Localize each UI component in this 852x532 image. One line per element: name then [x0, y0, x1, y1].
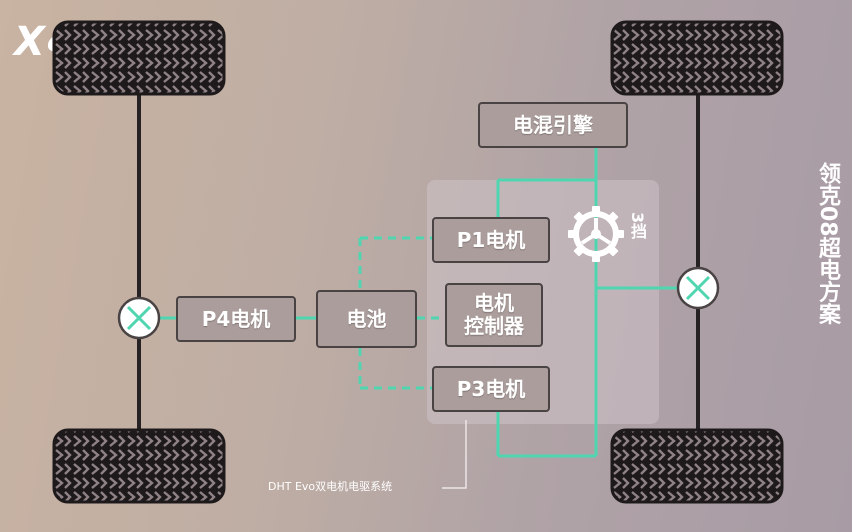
battery-label: 电池 — [346, 306, 387, 331]
solid-connectors — [152, 146, 680, 458]
p3-motor-label: P3电机 — [456, 376, 526, 401]
tire-front-left-icon — [52, 20, 226, 96]
right-joint-icon — [676, 266, 720, 310]
tire-rear-right-icon — [610, 428, 784, 504]
dashed-connectors — [358, 236, 445, 390]
logo-x: X — [14, 19, 45, 65]
engine-label: 电混引擎 — [513, 112, 593, 137]
p3-motor-box: P3电机 — [432, 366, 550, 412]
p1-motor-box: P1电机 — [432, 217, 550, 263]
caption-leader — [442, 420, 467, 489]
battery-box: 电池 — [316, 290, 417, 348]
p4-motor-label: P4电机 — [201, 306, 271, 331]
left-joint-icon — [117, 296, 161, 340]
tire-rear-left-icon — [52, 428, 226, 504]
motor-controller-label: 电机 控制器 — [464, 291, 524, 338]
p4-motor-box: P4电机 — [176, 296, 296, 342]
p1-motor-label: P1电机 — [456, 227, 526, 252]
engine-box: 电混引擎 — [478, 102, 628, 148]
gear-ratio-label: 3挡 — [628, 212, 647, 240]
system-caption: DHT Evo双电机电驱系统 — [268, 480, 393, 493]
page-title: 领克08超电方案 — [815, 162, 840, 325]
gear-icon — [568, 206, 624, 262]
motor-controller-box: 电机 控制器 — [445, 283, 543, 347]
tire-front-right-icon — [610, 20, 784, 96]
